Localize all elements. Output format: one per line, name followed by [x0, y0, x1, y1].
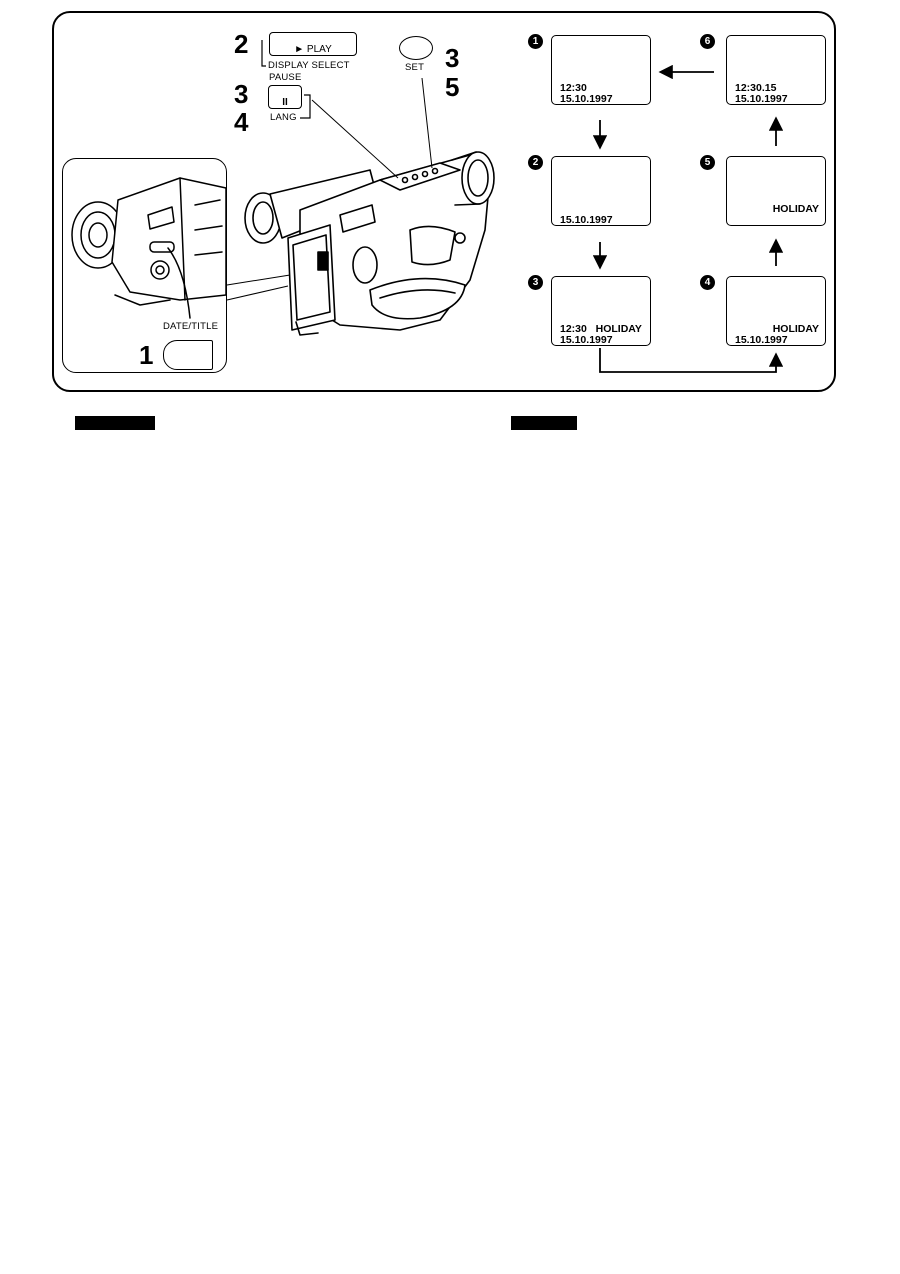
- display-select-bracket: [261, 40, 266, 67]
- screen-1-line2: 15.10.1997: [560, 93, 613, 105]
- screen-1-line1: 12:30: [560, 82, 587, 94]
- display-screen-6: 12:30.15 15.10.1997: [726, 35, 826, 105]
- screen-5-line2: HOLIDAY: [772, 203, 819, 215]
- display-screen-2: 15.10.1997: [551, 156, 651, 226]
- badge-2: 2: [528, 155, 543, 170]
- screen-3-line1: 12:30 HOLIDAY: [560, 323, 642, 335]
- set-caption: SET: [405, 62, 425, 73]
- arrow-3-to-4: [599, 348, 784, 373]
- step-number-2: 2: [234, 29, 249, 59]
- section-tab-right: [511, 416, 577, 430]
- lang-caption: LANG: [270, 112, 297, 123]
- camcorder-illustration: [244, 151, 495, 336]
- flow-arrows: [592, 64, 784, 373]
- screen-4-line2: 15.10.1997: [735, 334, 788, 346]
- badge-3: 3: [528, 275, 543, 290]
- date-title-button[interactable]: [163, 340, 213, 370]
- display-screen-5: HOLIDAY: [726, 156, 826, 226]
- step-number-5: 5: [445, 72, 460, 102]
- step-number-4: 4: [234, 107, 249, 137]
- badge-6: 6: [700, 34, 715, 49]
- section-tab-left: [75, 416, 155, 430]
- pause-button-label: II: [282, 97, 288, 108]
- screen-6-line1: 12:30.15: [735, 82, 777, 94]
- badge-4: 4: [700, 275, 715, 290]
- screen-2-line2: 15.10.1997: [560, 214, 613, 226]
- badge-1: 1: [528, 34, 543, 49]
- screen-4-line1: HOLIDAY: [772, 323, 819, 335]
- date-title-caption: DATE/TITLE: [163, 321, 219, 332]
- play-button[interactable]: ► PLAY: [269, 32, 357, 56]
- lang-bracket: [300, 94, 311, 119]
- display-screen-1: 12:30 15.10.1997: [551, 35, 651, 105]
- step-number-1: 1: [139, 340, 154, 370]
- badge-5: 5: [700, 155, 715, 170]
- screen-3-line2: 15.10.1997: [560, 334, 613, 346]
- camcorder-side-detail-drawing: [71, 77, 433, 319]
- step-number-3-set: 3: [445, 43, 460, 73]
- pause-button[interactable]: II: [268, 85, 302, 109]
- display-select-caption: DISPLAY SELECT: [268, 60, 350, 71]
- play-button-label: ► PLAY: [294, 44, 332, 55]
- pause-caption: PAUSE: [269, 72, 302, 83]
- display-screen-4: HOLIDAY 15.10.1997: [726, 276, 826, 346]
- set-button[interactable]: [399, 36, 433, 60]
- screen-6-line2: 15.10.1997: [735, 93, 788, 105]
- step-number-3-pause: 3: [234, 79, 249, 109]
- display-screen-3: 12:30 HOLIDAY 15.10.1997: [551, 276, 651, 346]
- instruction-frame: [52, 11, 836, 392]
